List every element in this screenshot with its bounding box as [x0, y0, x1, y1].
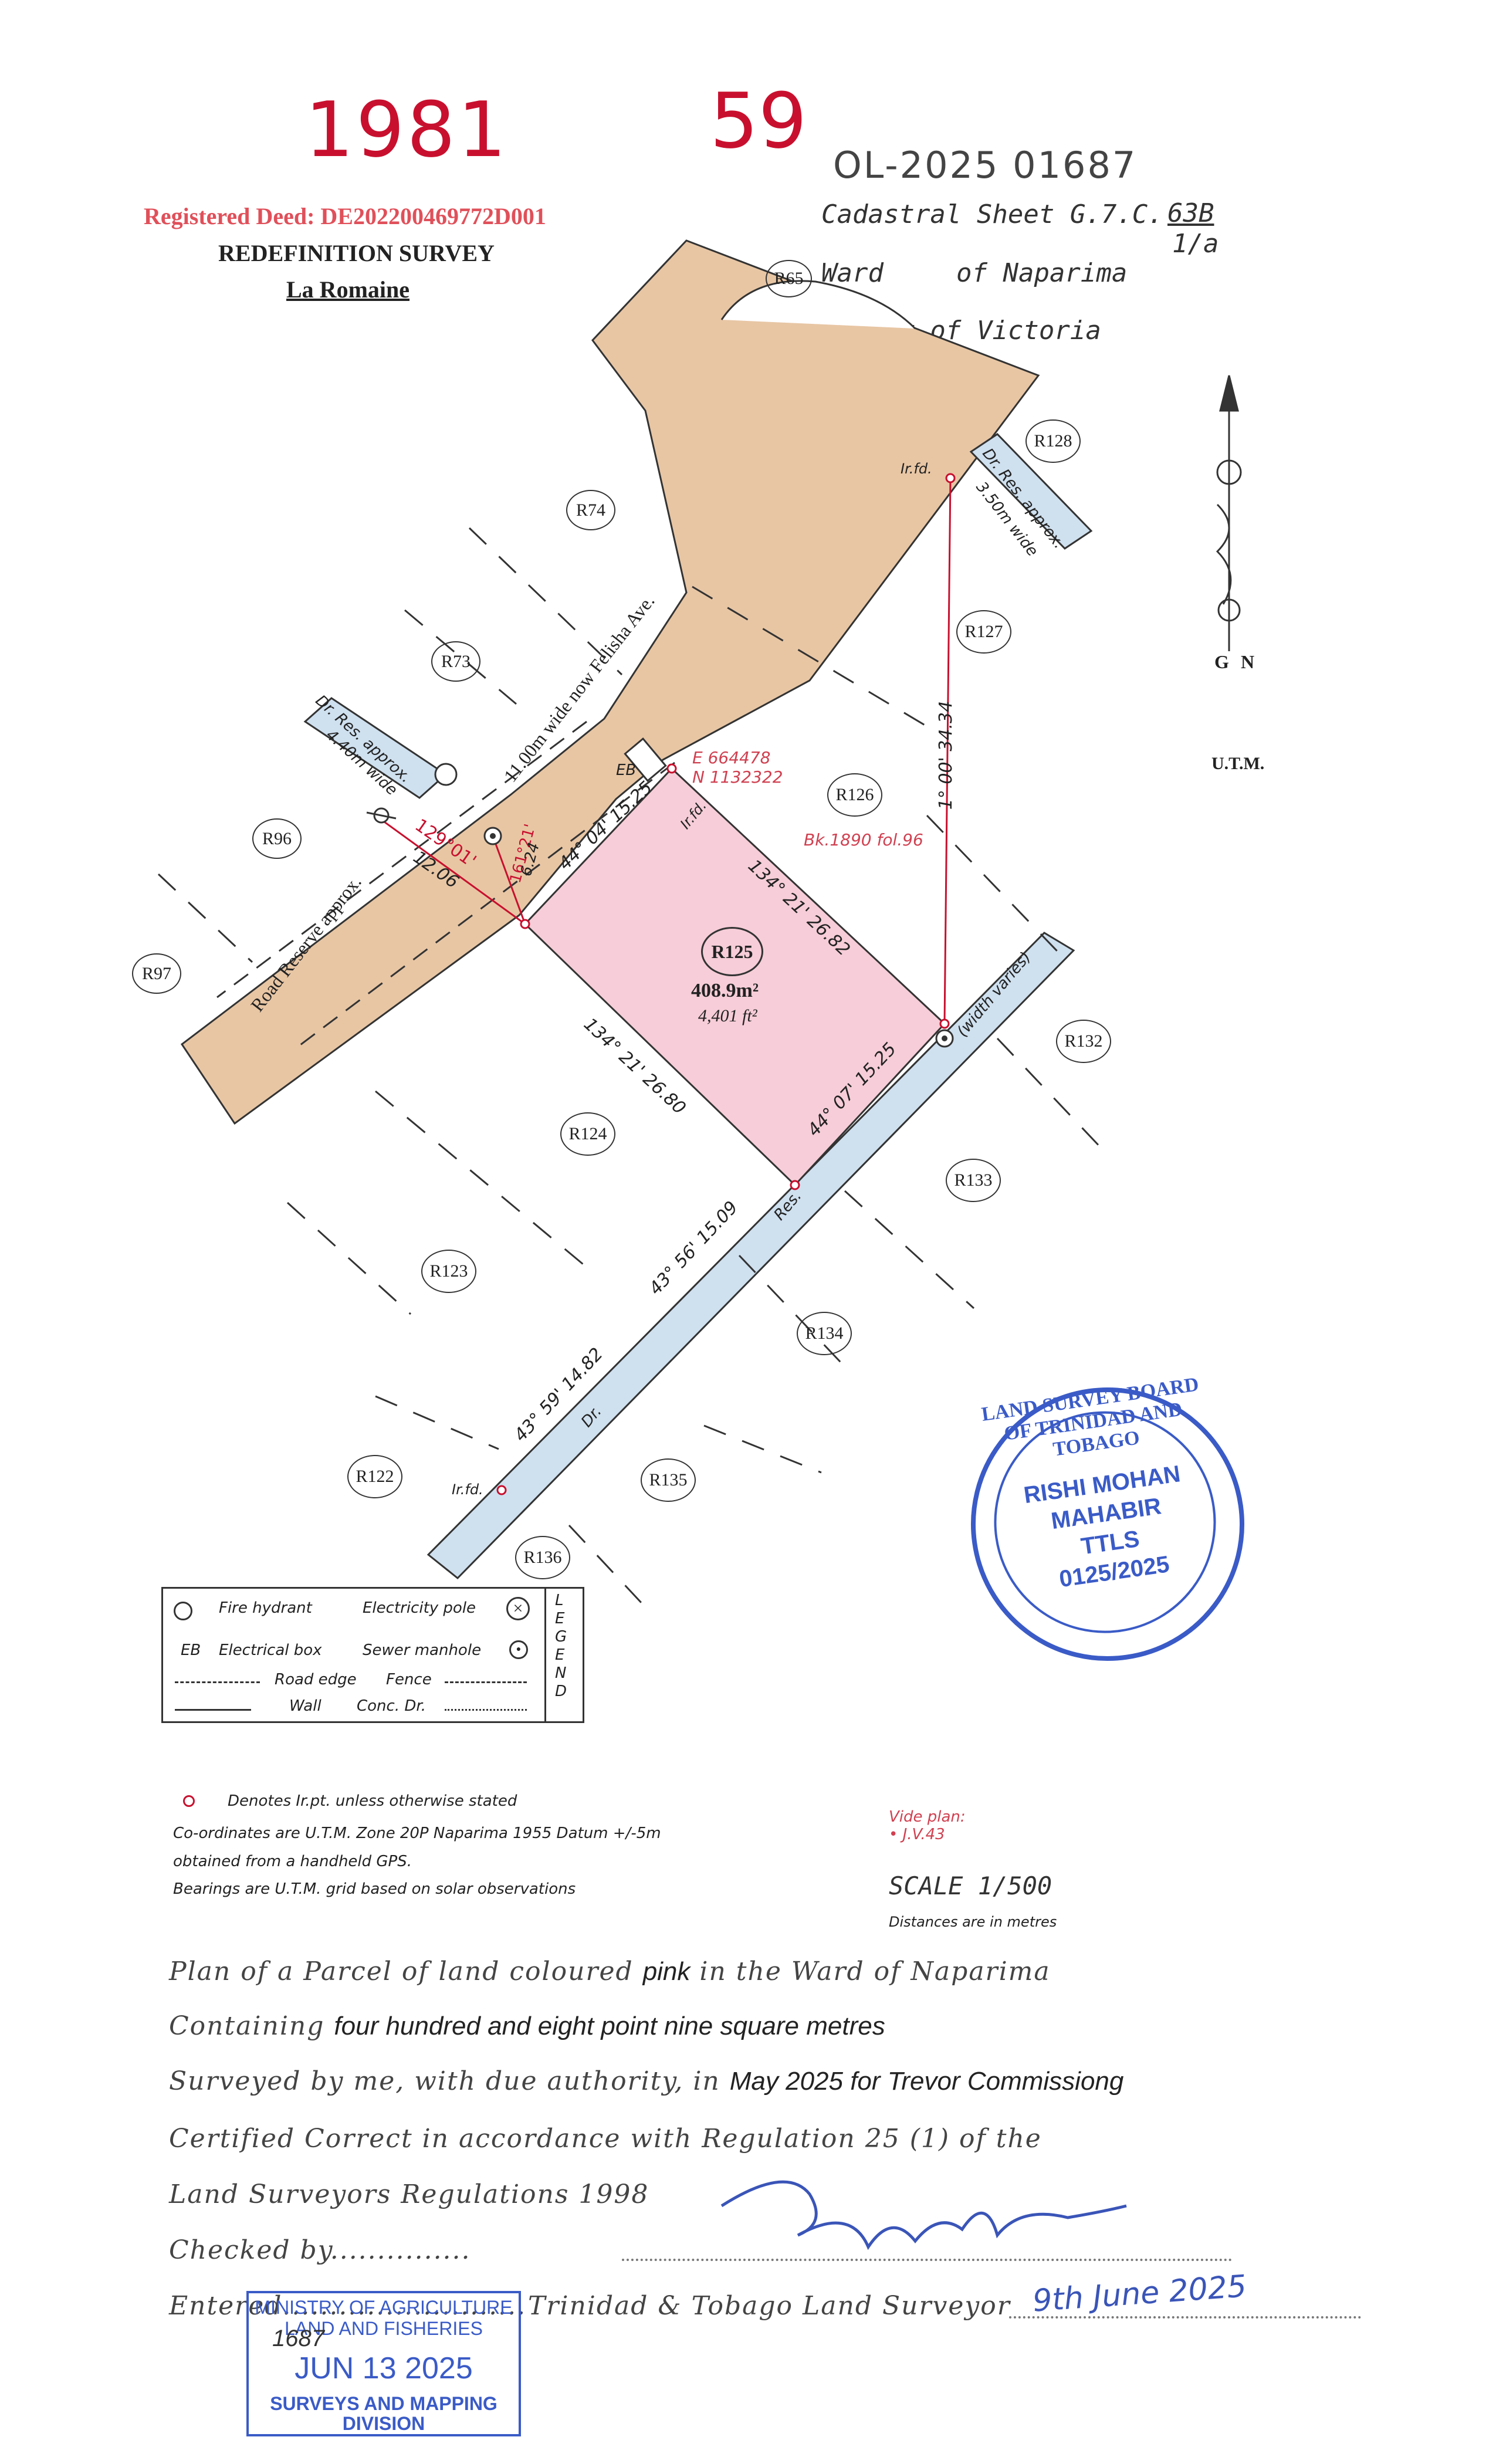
legend-title: LEGEND	[555, 1592, 567, 1700]
date-dotted-line	[1009, 2316, 1361, 2319]
ward-value: of Naparima	[956, 258, 1128, 288]
neighbour-r126: R126	[827, 773, 882, 817]
legend-box: LEGEND Fire hydrant Electricity pole × E…	[161, 1587, 584, 1723]
signature-dotted-line	[622, 2259, 1232, 2261]
north-g: G	[1214, 651, 1229, 672]
road-reserve-area	[180, 239, 1040, 1125]
neighbour-r73: R73	[431, 641, 480, 682]
scale: SCALE 1/500	[889, 1871, 1052, 1900]
ministry-line-5: DIVISION	[342, 2413, 425, 2434]
electricity-pole-legend-icon: ×	[506, 1597, 530, 1620]
iron-found-top: Ir.fd.	[901, 461, 932, 477]
coord-east: E 664478	[692, 748, 771, 767]
cadastral-sheet-label: Cadastral Sheet G.7.C.	[821, 199, 1163, 229]
coord-north: N 1132322	[692, 767, 783, 787]
cert-line-5: Land Surveyors Regulations 1998	[169, 2179, 649, 2209]
signature-date: 9th June 2025	[1031, 2269, 1248, 2319]
neighbour-r96: R96	[252, 818, 302, 859]
parcel-id: R125	[701, 927, 763, 976]
electricity-pole-icon	[434, 763, 458, 786]
neighbour-r97: R97	[132, 953, 181, 994]
file-reference: OL-2025 01687	[833, 144, 1138, 187]
registered-deed: Registered Deed: DE202200469772D001	[144, 203, 546, 229]
neighbour-r134: R134	[797, 1312, 852, 1355]
drain-reserve-lower	[427, 932, 1075, 1580]
legend-eb-code: EB	[181, 1641, 201, 1659]
fire-hydrant-icon	[366, 807, 397, 824]
parcel-area-ft2: 4,401 ft²	[698, 1006, 757, 1025]
ministry-line-1: MINISTRY OF AGRICULTURE	[255, 2297, 513, 2318]
legend-electricity-pole: Electricity pole	[363, 1599, 476, 1617]
neighbour-r133: R133	[946, 1159, 1001, 1202]
plan-number-right: 59	[710, 76, 807, 165]
neighbour-r124: R124	[560, 1112, 615, 1156]
ministry-line-2: LAND AND FISHERIES	[285, 2318, 483, 2339]
neighbour-r65: R65	[766, 260, 812, 297]
legend-conc-dr: Conc. Dr.	[357, 1697, 426, 1715]
neighbour-r127: R127	[956, 610, 1011, 654]
legend-sewer-manhole: Sewer manhole	[363, 1641, 482, 1659]
survey-title: REDEFINITION SURVEY	[218, 240, 495, 266]
book-reference: Bk.1890 fol.96	[804, 830, 923, 849]
cert-line-3: Surveyed by me, with due authority, in M…	[169, 2066, 1124, 2096]
ministry-handwritten: 1687	[272, 2326, 324, 2351]
cadastral-sheet-sub: 1/a	[1172, 229, 1219, 259]
fire-hydrant-legend-icon	[174, 1602, 192, 1620]
note-bearings: Bearings are U.T.M. grid based on solar …	[173, 1880, 576, 1898]
ministry-stamp: MINISTRY OF AGRICULTURE LAND AND FISHERI…	[246, 2291, 521, 2436]
neighbour-r128: R128	[1025, 419, 1081, 463]
plan-number-left: 1981	[305, 85, 509, 174]
cert-line-4: Certified Correct in accordance with Reg…	[169, 2124, 1042, 2154]
neighbour-r136: R136	[515, 1536, 570, 1579]
ministry-date: JUN 13 2025	[295, 2351, 473, 2385]
legend-road-edge: Road edge	[275, 1671, 357, 1688]
parcel-area-m2: 408.9m²	[691, 980, 759, 1001]
drain-reserve-right	[969, 433, 1093, 550]
legend-fence: Fence	[386, 1671, 432, 1688]
distances-note: Distances are in metres	[889, 1914, 1057, 1930]
neighbour-r132: R132	[1056, 1020, 1111, 1063]
sewer-manhole-legend-icon: ●	[509, 1640, 528, 1659]
iron-found-bottom: Ir.fd.	[452, 1481, 483, 1498]
eb-label: EB	[616, 761, 637, 779]
cadastral-sheet-number: 63B	[1167, 198, 1214, 228]
ward-label: Ward	[821, 258, 884, 288]
irpt-marker-icon	[183, 1795, 195, 1807]
legend-electrical-box: Electrical box	[219, 1641, 322, 1659]
tie-bearing-right: 1° 00' 34.34	[936, 700, 957, 810]
neighbour-r123: R123	[421, 1250, 476, 1293]
cert-line-1: Plan of a Parcel of land coloured pink i…	[169, 1957, 1051, 1986]
north-arrow-icon	[1216, 375, 1242, 651]
legend-fire-hydrant: Fire hydrant	[219, 1599, 312, 1617]
note-irpt: Denotes Ir.pt. unless otherwise stated	[228, 1792, 517, 1810]
cert-line-7: Entered..........................	[169, 2291, 527, 2321]
surveyor-signature	[720, 2180, 1127, 2250]
legend-wall: Wall	[289, 1697, 321, 1715]
neighbour-r122: R122	[347, 1455, 402, 1498]
neighbour-r74: R74	[566, 490, 615, 530]
cert-line-6: Checked by...............	[169, 2235, 471, 2265]
ministry-line-4: SURVEYS AND MAPPING	[270, 2393, 497, 2414]
note-coords-2: obtained from a handheld GPS.	[173, 1853, 412, 1870]
cert-line-7b: Trinidad & Tobago Land Surveyor	[528, 2291, 1011, 2321]
vide-plan-ref: • J.V.43	[889, 1826, 945, 1843]
vide-plan: Vide plan:	[889, 1808, 966, 1826]
cert-line-2: Containing four hundred and eight point …	[169, 2011, 885, 2041]
survey-plan-drawing	[157, 239, 1242, 1615]
note-coords-1: Co-ordinates are U.T.M. Zone 20P Naparim…	[173, 1825, 661, 1842]
north-utm: U.T.M.	[1211, 754, 1265, 773]
north-n: N	[1241, 651, 1255, 672]
neighbour-r135: R135	[641, 1458, 696, 1502]
location-title: La Romaine	[286, 276, 409, 303]
